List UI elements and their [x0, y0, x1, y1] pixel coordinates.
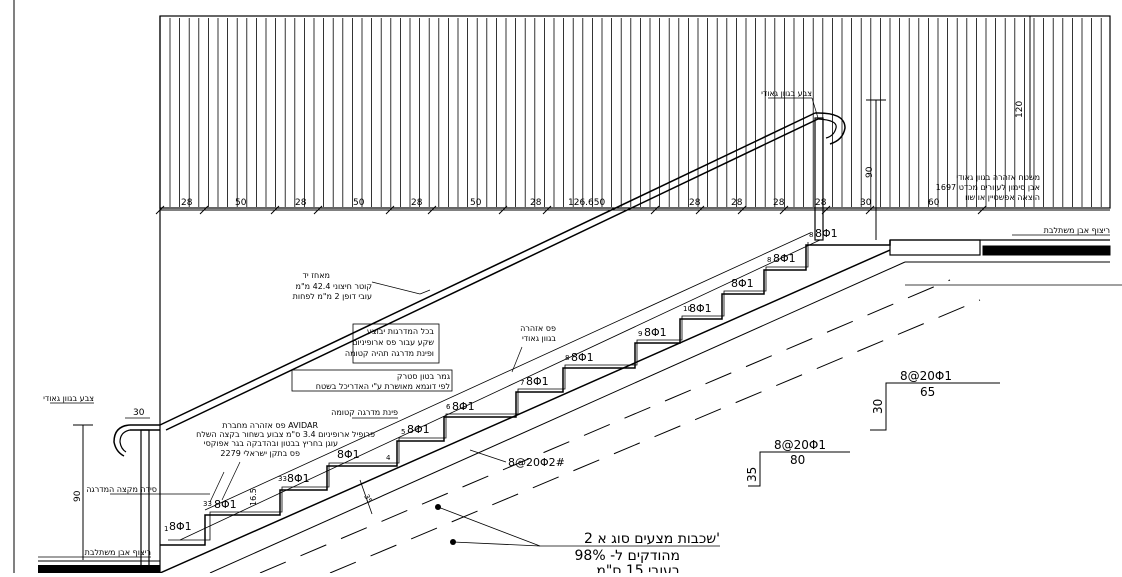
dimension-labels: 28 50 28 50 28 50 28 126.650 28 28 28 28…	[181, 198, 940, 208]
rebar-index-1: 1	[164, 525, 168, 533]
dim-90-mid-label: 90	[865, 166, 875, 178]
paint-left-label: צבע בגוון גאודי	[43, 394, 94, 403]
detail-1-side: 30	[871, 399, 885, 414]
handrail-1: מאחז יד	[303, 271, 330, 280]
slab-lines	[159, 232, 906, 574]
rebar-label-2: 8Φ1	[214, 498, 237, 511]
leader-lines	[209, 289, 523, 503]
rebar-index-9: 10	[683, 305, 692, 313]
dim-label-11: 28	[773, 198, 785, 208]
small-dim-4: 4	[386, 454, 391, 462]
dim-label-13: 30	[860, 198, 872, 208]
handrail-3: עובי דופן 2 מ"מ לפחות	[293, 292, 372, 301]
paving-right-label: ריצוף אבן משתלבת	[1044, 226, 1110, 235]
annotations: צבע בגוון גאודי משטח אזהרה בגוון גאודי 1…	[38, 89, 1110, 558]
concrete-finish-2: לפי דוגמא מאושרת ע"י האדריכל בשטח	[316, 382, 450, 391]
step-edge-label: סידה מקצה המדרגה	[86, 485, 157, 494]
paving-block-right	[982, 245, 1111, 256]
avidar-1: פס אזהרה מחברת AVIDAR	[222, 421, 318, 430]
dim-label-14: 60	[928, 198, 940, 208]
rebar-index-3: 33	[278, 475, 287, 483]
rebar-label-13: 8Φ1	[815, 227, 838, 240]
dimension-ticks	[155, 205, 987, 215]
dim-label-1: 28	[181, 198, 193, 208]
rebar-index-5: 6	[446, 403, 451, 411]
rebar-label-8: 8Φ1	[571, 351, 594, 364]
warning-strip-1: פס אזהרה	[520, 324, 556, 333]
rebar-index-7: 8	[565, 354, 569, 362]
dim-16-5: 16.5	[249, 488, 258, 506]
rebar-label-1: 8Φ1	[169, 520, 192, 533]
rebar-index-10: 8	[767, 256, 771, 264]
rebar-index-6: 7	[520, 379, 524, 387]
detail-bend-1	[870, 382, 1000, 431]
fill-note-1: 2 שכבות מצעים סוג א'	[584, 531, 720, 547]
steps-note-3: ופינת מדרגה תהיה קטומה	[345, 349, 434, 358]
rebar-label-7: 8Φ1	[526, 375, 549, 388]
detail-bend-2	[748, 451, 850, 487]
top-landing	[889, 239, 1122, 286]
warning-strip-2: בגוון גאודי	[522, 334, 556, 343]
warning-top-2: 1697 אבן סימון לעוורים מכדט	[936, 183, 1040, 192]
detail-1-top: 8@20Φ1	[900, 369, 952, 383]
fill-note-3: בעובי 15 ס"מ	[596, 563, 680, 573]
detail-2-top: 8@20Φ1	[774, 438, 826, 452]
rebar-index-2: 33	[203, 500, 212, 508]
stair-inner-line	[168, 242, 809, 541]
wall-hatch	[169, 18, 1102, 207]
rebar-label-9: 8Φ1	[644, 326, 667, 339]
rebar-index-4: 5	[401, 428, 405, 436]
fill-layers-dashed	[259, 279, 981, 574]
avidar-2: פרופיל ארופיניום 3.4 ס"מ צבוע בשחור בקצה…	[196, 430, 375, 439]
dim-label-6: 50	[470, 198, 482, 208]
paint-top-label: צבע בגוון גאודי	[761, 89, 812, 98]
paving-left-label: ריצוף אבן משתלבת	[85, 548, 151, 557]
stair-profile	[160, 240, 891, 546]
dim-label-4: 50	[353, 198, 365, 208]
dim-label-3: 28	[295, 198, 307, 208]
rebar-label-5: 8Φ1	[407, 423, 430, 436]
detail-1-bottom: 65	[920, 385, 935, 399]
rebar-label-4: 8Φ1	[337, 448, 360, 461]
warning-top-3: הוצאה אפשטיין או שוו	[965, 193, 1040, 202]
rebar-indices: 1 33 33 5 6 7 8 9 10 8 8	[164, 231, 813, 533]
dim-120-label: 120	[1015, 101, 1025, 118]
rebar-label-11: 8Φ1	[731, 277, 754, 290]
dim-35-diag: 35	[362, 493, 373, 505]
rebar-callouts: 8Φ1 8Φ1 8Φ1 8Φ1 8Φ1 8Φ1 8Φ1 8Φ1 8Φ1 8Φ1 …	[169, 227, 838, 533]
rebar-label-12: 8Φ1	[773, 252, 796, 265]
concrete-finish-1: גמר בטון סטרק	[397, 372, 451, 381]
rebar-label-3: 8Φ1	[287, 472, 310, 485]
dim-label-7: 28	[530, 198, 542, 208]
avidar-3: עוגן בחריץ בבטון ובהדבקה בגר אפוקסי	[204, 439, 338, 448]
rebar-index-11: 8	[809, 231, 813, 239]
rebar-label-6: 8Φ1	[452, 400, 475, 413]
dim-label-8: 126.650	[568, 198, 605, 208]
fill-note-2: מהודקים ל- 98%	[575, 548, 681, 564]
mesh-label: 8@20Φ2#	[508, 456, 565, 469]
warning-top-1: משטח אזהרה בגוון גאודי	[956, 173, 1040, 182]
dim-label-5: 28	[411, 198, 423, 208]
rebar-label-10: 8Φ1	[689, 302, 712, 315]
dim-90-left-label: 90	[73, 490, 83, 502]
handrail	[113, 112, 846, 574]
steps-note-2: שקע עבור פס ארופיניום	[352, 338, 434, 347]
dim-label-2: 50	[235, 198, 247, 208]
fill-note: 2 שכבות מצעים סוג א' מהודקים ל- 98% בעוב…	[575, 531, 721, 577]
dim-label-12: 28	[815, 198, 827, 208]
handrail-2: קוטר חיצוני 42.4 מ"מ	[296, 282, 373, 291]
detail-2-side: 35	[745, 467, 759, 482]
dim-label-9: 28	[689, 198, 701, 208]
dim-label-10: 28	[731, 198, 743, 208]
avidar-4: 2279 פס בתקן ישראלי	[220, 449, 300, 458]
corner-chamfer-label: פינת מדרגה קטומה	[331, 408, 398, 417]
bottom-left-paving	[38, 560, 160, 573]
detail-2-bottom: 80	[790, 453, 805, 467]
steps-note-1: בכל המדרגות יבוצע	[367, 327, 434, 336]
rebar-index-8: 9	[638, 330, 642, 338]
dim-30-left-label: 30	[133, 408, 145, 418]
